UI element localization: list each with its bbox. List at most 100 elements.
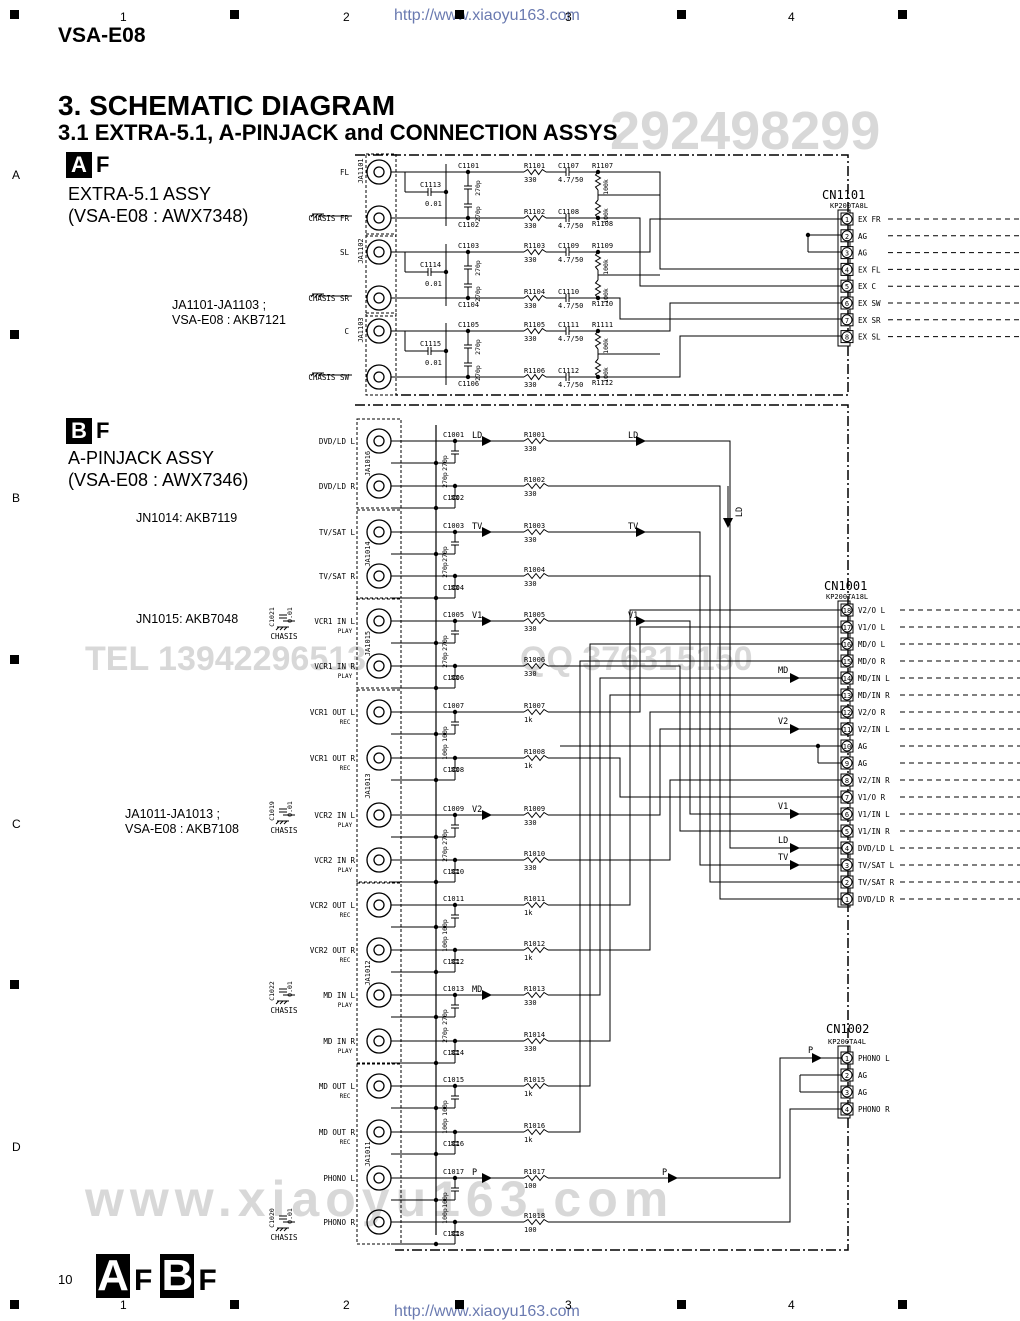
- resistor-value: 330: [524, 999, 537, 1007]
- wire: [548, 485, 841, 900]
- chassis-ground-icon: [279, 1227, 284, 1232]
- jack-sublabel: PLAY: [338, 673, 353, 680]
- signal-label: P: [662, 1168, 667, 1178]
- resistor-ref: R1002: [524, 476, 545, 484]
- grid-col-3-bottom: 3: [565, 1298, 572, 1312]
- cap-ref: C1115: [420, 340, 441, 348]
- cap-value: 270p: [441, 546, 449, 562]
- connector-pin-label: V2/O L: [858, 606, 886, 615]
- pin-number: 1: [845, 216, 849, 224]
- cap-value: 100p: [441, 1100, 449, 1116]
- connector-pin: [840, 313, 854, 327]
- rca-jack-outer: [366, 802, 392, 828]
- rca-jack-inner: [373, 570, 385, 582]
- resistor-symbol: [523, 856, 549, 864]
- resistor-value: 330: [524, 381, 537, 389]
- jack-sublabel: PLAY: [338, 867, 353, 874]
- connector-pin: [841, 331, 853, 343]
- wire: [598, 218, 841, 253]
- cap-ref: C1105: [458, 321, 479, 329]
- signal-arrow-icon: [482, 616, 492, 626]
- connector-pin-label: AG: [858, 759, 868, 768]
- connector-pin: [841, 859, 853, 871]
- cap-value: 270p: [474, 339, 482, 355]
- assy-b-jn1014: JN1014: AKB7119: [136, 511, 238, 525]
- grid-col-4: 4: [788, 10, 795, 24]
- rca-jack-inner: [373, 944, 385, 956]
- pin-number: 2: [845, 233, 849, 241]
- rca-jack-inner: [373, 1080, 385, 1092]
- wire: [548, 643, 841, 1087]
- pin-number: 3: [845, 1089, 849, 1097]
- pin-number: 18: [843, 607, 851, 615]
- signal-label: TV: [628, 522, 638, 532]
- cap-ref: C1004: [443, 584, 464, 592]
- resistor-symbol: [594, 199, 602, 219]
- cap-ref: C1017: [443, 1168, 464, 1176]
- connector-pin-label: MD/IN R: [858, 691, 890, 700]
- reg-mark: [677, 10, 686, 19]
- resistor-value: 100k: [602, 179, 610, 195]
- resistor-value: 330: [524, 536, 537, 544]
- resistor-ref: R1009: [524, 805, 545, 813]
- connector-pin-label: EX FR: [858, 215, 881, 224]
- chassis-ground-icon: [314, 372, 319, 377]
- jack-block-outline: [356, 1063, 402, 1245]
- resistor-ref: R1112: [592, 379, 613, 387]
- cap-ref: C1106: [458, 380, 479, 388]
- pin-number: 5: [845, 828, 849, 836]
- cap-value: 100p: [441, 1118, 449, 1134]
- cap-ref: C1019: [268, 801, 276, 821]
- jack-block-outline: [365, 153, 397, 237]
- resistor-symbol: [523, 168, 547, 176]
- connector-pin-label: EX SL: [858, 333, 881, 342]
- jack-ref: JA1011: [364, 1141, 372, 1166]
- pin-number: 8: [845, 777, 849, 785]
- cap-ref: C1109: [558, 242, 579, 250]
- resistor-value: 1k: [524, 954, 533, 962]
- rca-jack-inner: [373, 1126, 385, 1138]
- connector-pin-label: V1/IN L: [858, 810, 890, 819]
- grid-col-1: 1: [120, 10, 127, 24]
- pin-number: 9: [845, 760, 849, 768]
- connector-pin: [841, 621, 853, 633]
- connector-pin: [841, 740, 853, 752]
- jack-ref: JA1101: [357, 158, 365, 183]
- connector-ref: CN1002: [826, 1022, 869, 1036]
- rca-jack-inner: [373, 854, 385, 866]
- resistor-symbol: [523, 294, 547, 302]
- connector-pin: [841, 825, 853, 837]
- jack-block-outline: [356, 418, 402, 509]
- jack-label: PHONO L: [323, 1174, 355, 1183]
- jack-ref: JA1103: [357, 317, 365, 342]
- connector-pin-label: AG: [858, 249, 868, 258]
- jack-label: TV/SAT L: [319, 528, 356, 537]
- resistor-ref: R1001: [524, 431, 545, 439]
- connector-pin-label: EX SW: [858, 299, 881, 308]
- signal-label: V1: [472, 611, 482, 621]
- connector-pin-label: EX FL: [858, 265, 881, 274]
- jack-block-outline: [356, 598, 402, 689]
- resistor-ref: R1017: [524, 1168, 545, 1176]
- signal-arrow-icon: [482, 436, 492, 446]
- chassis-ground-icon: [310, 372, 315, 377]
- connector-body: [837, 1045, 851, 1119]
- connector-pin-label: EX C: [858, 282, 876, 291]
- cap-value: 4.7/50: [558, 381, 583, 389]
- connector-pin-label: MD/O L: [858, 640, 886, 649]
- signal-label: MD: [778, 666, 788, 676]
- connector-pin: [840, 330, 854, 344]
- cap-value: 100p: [441, 726, 449, 742]
- resistor-value: 330: [524, 302, 537, 310]
- connector-pin: [841, 297, 853, 309]
- pin-number: 17: [843, 624, 851, 632]
- cap-value: 270p: [474, 286, 482, 302]
- connector-pin-label: MD/IN L: [858, 674, 890, 683]
- signal-label: V2: [472, 805, 482, 815]
- cap-value: 270p: [441, 652, 449, 668]
- connector-part: KP200TA8L: [830, 202, 868, 210]
- chassis-ground-icon: [275, 1000, 280, 1005]
- resistor-value: 1k: [524, 716, 533, 724]
- resistor-symbol: [523, 708, 549, 716]
- assy-a-name: EXTRA-5.1 ASSY: [68, 184, 212, 204]
